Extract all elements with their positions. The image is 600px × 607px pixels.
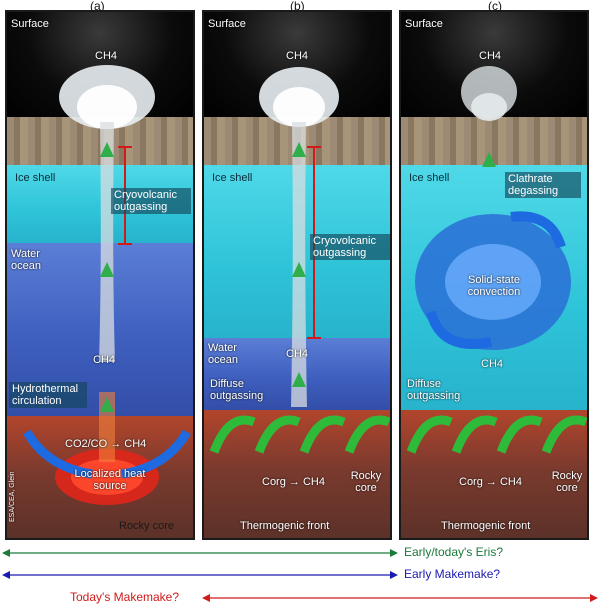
panel-b: Surface CH4 Ice shell Cryovolcanic outga… — [202, 10, 392, 540]
hydrothermal-label: Hydrothermal circulation — [9, 382, 87, 408]
ch4-mid-label: CH4 — [481, 358, 504, 370]
panel-a-label: (a) — [90, 0, 105, 13]
rocky-core-label: Rocky core — [551, 470, 583, 494]
eris-range-arrow — [2, 549, 398, 557]
panel-c: Surface CH4 Ice shell Clathrate degassin… — [399, 10, 589, 540]
eris-range-label: Early/today's Eris? — [404, 545, 503, 559]
ch4-top-label: CH4 — [95, 50, 118, 62]
range-arrows — [2, 549, 598, 602]
surface-label: Surface — [208, 18, 246, 30]
diffuse-label: Diffuse outgassing — [407, 378, 461, 402]
surface-label: Surface — [11, 18, 49, 30]
rocky-core-label: Rocky core — [350, 470, 382, 494]
surface-crust — [401, 117, 587, 165]
water-ocean-label: Water ocean — [11, 248, 41, 272]
thermogenic-front-label: Thermogenic front — [240, 520, 330, 532]
ch4-mid-label: CH4 — [286, 348, 309, 360]
early-makemake-range-arrow — [2, 571, 398, 579]
convection-plume — [406, 66, 587, 454]
diffuse-label: Diffuse outgassing — [210, 378, 264, 402]
early-makemake-range-label: Early Makemake? — [404, 567, 501, 581]
clathrate-label: Clathrate degassing — [505, 172, 581, 198]
reaction-label: Corg → CH4 — [262, 476, 325, 488]
surface-label: Surface — [405, 18, 443, 30]
ice-shell-label: Ice shell — [15, 172, 56, 184]
methane-plume — [209, 67, 390, 454]
reaction-label: Corg → CH4 — [459, 476, 522, 488]
heat-source-label: Localized heat source — [74, 468, 146, 492]
thermogenic-front-label: Thermogenic front — [441, 520, 531, 532]
rocky-core-label: Rocky core — [119, 520, 175, 532]
cryovolcanic-label: Cryovolcanic outgassing — [310, 234, 390, 260]
ch4-mid-label: CH4 — [93, 354, 116, 366]
image-credit: ESA/CEA, Glein — [9, 471, 16, 522]
panel-a: Surface CH4 Ice shell Cryovolcanic outga… — [5, 10, 195, 540]
ice-shell-label: Ice shell — [409, 172, 450, 184]
water-ocean-label: Water ocean — [208, 342, 238, 366]
ice-shell-label: Ice shell — [212, 172, 253, 184]
methane-plume — [23, 65, 191, 505]
todays-makemake-range-label: Today's Makemake? — [70, 590, 180, 604]
panel-b-label: (b) — [290, 0, 305, 13]
ch4-top-label: CH4 — [479, 50, 502, 62]
reaction-label: CO2/CO → CH4 — [65, 438, 147, 450]
panel-c-label: (c) — [488, 0, 502, 13]
ch4-top-label: CH4 — [286, 50, 309, 62]
convection-label: Solid-state convection — [467, 274, 521, 298]
todays-makemake-range-arrow — [202, 594, 598, 602]
cryovolcanic-label: Cryovolcanic outgassing — [111, 188, 191, 214]
